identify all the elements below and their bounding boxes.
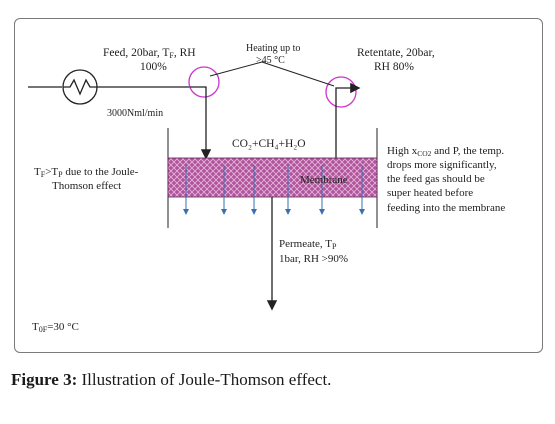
retentate-label-line1: Retentate, 20bar, <box>357 47 435 59</box>
retentate-outlet-arrow <box>335 82 361 158</box>
note-line2: drops more significantly, <box>387 159 497 171</box>
outlet-temp-label: T0F=30 °C <box>32 321 79 334</box>
permeate-label-line1: Permeate, TP <box>279 238 337 251</box>
feed-temp-point-marker <box>188 66 220 98</box>
feed-label-line2: 100% <box>140 61 167 73</box>
membrane <box>167 157 378 198</box>
note-line5: feeding into the membrane <box>387 202 505 214</box>
membrane-label: Membrane <box>300 174 348 186</box>
heat-exchanger-icon <box>62 69 98 105</box>
feed-to-membrane-arrow <box>190 86 212 160</box>
heating-label-line1: Heating up to <box>246 43 300 54</box>
note-line1: High xCO2 and P, the temp. <box>387 145 504 158</box>
heating-pointer-right <box>261 61 335 87</box>
feed-label-line1: Feed, 20bar, TF, RH <box>103 47 196 60</box>
joule-thomson-line2: Thomson effect <box>52 180 121 192</box>
flow-rate-label: 3000Nml/min <box>107 108 163 119</box>
retentate-label-line2: RH 80% <box>374 61 414 73</box>
retentate-temp-point-marker <box>325 76 357 108</box>
figure-caption-text: Illustration of Joule-Thomson effect. <box>77 370 332 389</box>
figure-caption: Figure 3: Illustration of Joule-Thomson … <box>11 370 331 390</box>
permeate-flow-arrows <box>183 165 365 215</box>
heating-pointer-left <box>209 61 263 77</box>
figure-caption-label: Figure 3: <box>11 370 78 389</box>
gas-mixture-label: CO₂+CH₄+H₂O <box>232 138 306 150</box>
permeate-label-line2: 1bar, RH >90% <box>279 253 348 265</box>
heating-label-line2: >45 °C <box>256 55 285 66</box>
joule-thomson-line1: TF>TP due to the Joule- <box>34 166 139 179</box>
note-line4: super heated before <box>387 187 473 199</box>
note-line3: the feed gas should be <box>387 173 485 185</box>
